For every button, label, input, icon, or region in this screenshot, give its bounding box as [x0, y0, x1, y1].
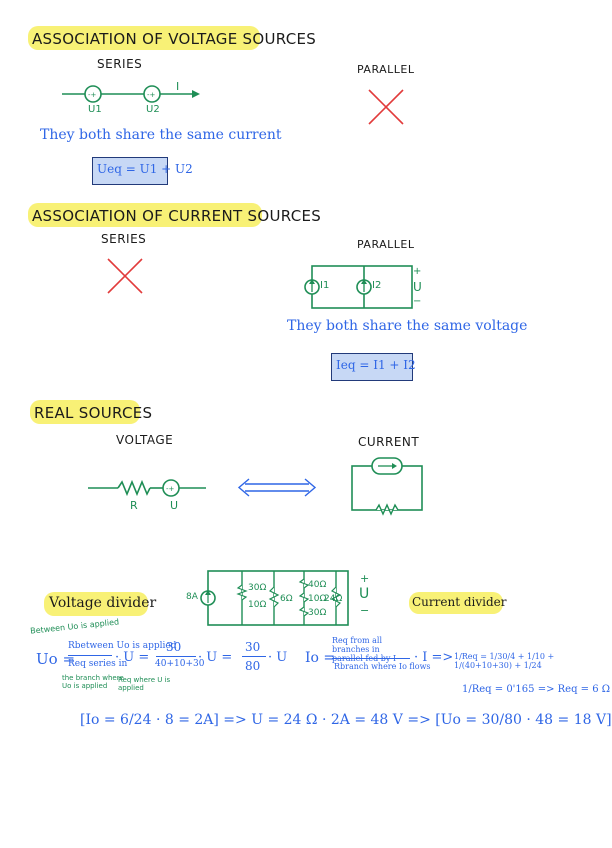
- example-u: U: [359, 586, 370, 602]
- current-series-label: SERIES: [101, 232, 147, 246]
- highlight-voltage-title: [28, 26, 260, 50]
- parallel-voltage-cross-icon: [368, 89, 404, 125]
- voltage-divider-frac-num: 30: [166, 640, 182, 654]
- i1-label: I1: [320, 280, 330, 291]
- r5-label: 10Ω: [308, 594, 327, 604]
- voltage-divider-mid: · U =: [115, 650, 150, 665]
- voltage-section-title: ASSOCIATION OF VOLTAGE SOURCES: [32, 30, 317, 48]
- r6-label: 30Ω: [308, 608, 327, 618]
- voltage-formula-box: [92, 157, 168, 185]
- u1-label: U1: [88, 104, 102, 115]
- voltage-formula: Ueq = U1 + U2: [97, 162, 193, 176]
- voltage-divider-frac-den: 40+10+30: [155, 659, 205, 669]
- series-current-cross-icon: [107, 258, 143, 294]
- current-minus: −: [413, 296, 422, 307]
- voltage-divider-after: · U =: [198, 650, 233, 665]
- voltage-parallel-label: PARALLEL: [357, 63, 415, 76]
- current-section-title: ASSOCIATION OF CURRENT SOURCES: [32, 207, 322, 225]
- final-computation: [Io = 6/24 · 8 = 2A] => U = 24 Ω · 2A = …: [80, 712, 612, 728]
- current-divider-req-line: 1/Req = 1/30/4 + 1/10 + 1/(40+10+30) + 1…: [454, 652, 555, 670]
- example-plus: +: [360, 572, 370, 585]
- highlight-real-title: [30, 400, 140, 424]
- voltage-divider-frac2-bar: [242, 656, 266, 657]
- current-divider-req-result: 1/Req = 0'165 => Req = 6 Ω: [462, 684, 611, 695]
- current-divider-title: Current divider: [412, 595, 507, 609]
- current-u-label: U: [413, 280, 422, 294]
- current-parallel-label: PARALLEL: [357, 238, 415, 251]
- real-current-label: CURRENT: [358, 435, 420, 449]
- highlight-current-divider: [409, 592, 503, 614]
- voltage-divider-frac2-den: 80: [245, 659, 261, 673]
- current-divider-after: · I =>: [414, 650, 454, 665]
- voltage-series-circuit: -+ -+: [62, 85, 200, 103]
- current-divider-lhs: Io =: [305, 650, 336, 666]
- r3-label: 6Ω: [280, 594, 293, 604]
- u2-label: U2: [146, 104, 160, 115]
- svg-text:-+: -+: [147, 91, 156, 99]
- voltage-series-label: SERIES: [97, 57, 143, 71]
- current-formula-box: [331, 353, 413, 381]
- current-note: They both share the same voltage: [287, 318, 528, 334]
- voltage-divider-frac-bar: [156, 656, 196, 657]
- voltage-divider-den-note: the branch where Uo is applied: [62, 674, 124, 690]
- highlight-voltage-divider: [44, 592, 148, 616]
- real-sources-title: REAL SOURCES: [34, 404, 153, 422]
- highlight-current-title: [28, 203, 262, 227]
- equivalence-arrow-icon: [237, 478, 317, 497]
- voltage-divider-den: Req series in: [68, 659, 128, 669]
- real-u-label: U: [170, 499, 179, 512]
- source-8a-label: 8A: [186, 592, 198, 602]
- voltage-divider-title: Voltage divider: [49, 595, 157, 611]
- r7-label: 24Ω: [324, 594, 343, 604]
- voltage-note: They both share the same current: [40, 127, 282, 143]
- i2-label: I2: [372, 280, 382, 291]
- voltage-divider-lhs: Uo =: [36, 650, 76, 668]
- r4-label: 40Ω: [308, 580, 327, 590]
- voltage-divider-den-note2: Req where U is applied: [118, 676, 171, 692]
- voltage-divider-note-top: Between Uo is applied: [29, 617, 120, 636]
- current-formula: Ieq = I1 + I2: [336, 358, 416, 372]
- voltage-divider-num: Rbetween Uo is applied: [68, 641, 177, 651]
- voltage-current-label: I: [176, 80, 180, 93]
- voltage-divider-bar: [68, 655, 112, 656]
- r1-label: 30Ω: [248, 583, 267, 593]
- real-current-circuit: [351, 457, 423, 516]
- example-minus: −: [360, 604, 370, 617]
- current-divider-den: Rbranch where Io flows: [334, 662, 431, 671]
- voltage-divider-end: · U: [268, 650, 288, 665]
- voltage-divider-frac2-num: 30: [245, 640, 261, 654]
- current-parallel-circuit: [304, 265, 413, 309]
- real-r-label: R: [130, 499, 138, 512]
- svg-text:-+: -+: [166, 485, 175, 493]
- svg-text:-+: -+: [88, 91, 97, 99]
- real-voltage-circuit: -+: [88, 479, 206, 497]
- example-circuit: [200, 570, 349, 626]
- r2-label: 10Ω: [248, 600, 267, 610]
- current-divider-bar: [332, 658, 410, 659]
- current-plus: +: [413, 266, 422, 277]
- real-voltage-label: VOLTAGE: [116, 433, 174, 447]
